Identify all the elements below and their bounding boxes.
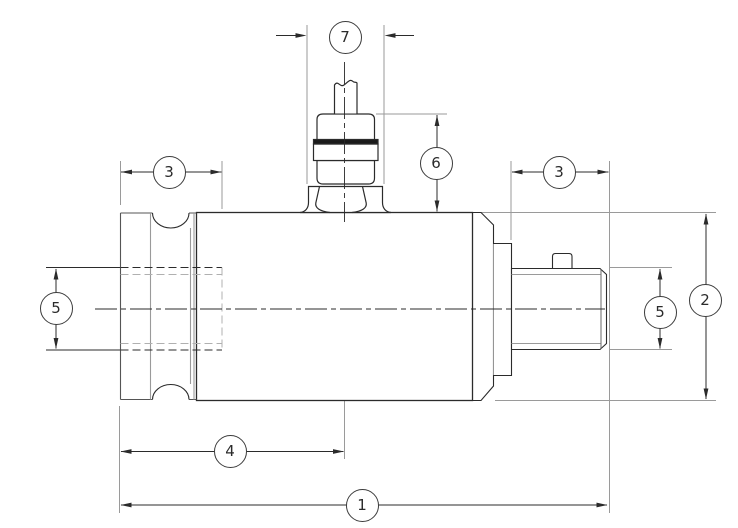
balloon-left-port: 5 [39, 291, 73, 325]
connector-upper-barrel [316, 113, 376, 141]
balloon-sensor-width: 7 [328, 20, 362, 54]
connector-ring [312, 143, 379, 162]
dimension-arrowheads [53, 33, 709, 508]
balloon-overall-length: 1 [345, 488, 379, 522]
balloon-label: 2 [700, 290, 710, 309]
balloon-label: 6 [431, 153, 441, 172]
connector-seal-band [312, 138, 379, 145]
stub-key-nub [551, 252, 573, 268]
balloon-label: 3 [554, 162, 564, 181]
connector-lower-barrel [316, 159, 376, 185]
left-flange [119, 212, 197, 401]
meter-body-outline [195, 211, 474, 402]
balloon-label: 1 [357, 495, 367, 514]
balloon-label: 3 [164, 162, 174, 181]
sensor-connector [299, 79, 392, 214]
right-end-fitting [472, 211, 608, 402]
balloon-left-end-width: 3 [152, 155, 186, 189]
balloon-center-from-left: 4 [213, 434, 247, 468]
balloon-right-port: 5 [643, 295, 677, 329]
hex-nut [299, 185, 392, 214]
centerlines [95, 62, 605, 310]
balloon-right-end-width: 3 [542, 155, 576, 189]
balloon-label: 7 [340, 27, 350, 46]
balloon-sensor-height: 6 [419, 146, 453, 180]
cable-stub-break-line [333, 79, 358, 114]
balloon-label: 4 [225, 441, 235, 460]
balloon-outer-diameter: 2 [688, 283, 722, 317]
balloon-label: 5 [51, 298, 61, 317]
balloon-label: 5 [655, 302, 665, 321]
